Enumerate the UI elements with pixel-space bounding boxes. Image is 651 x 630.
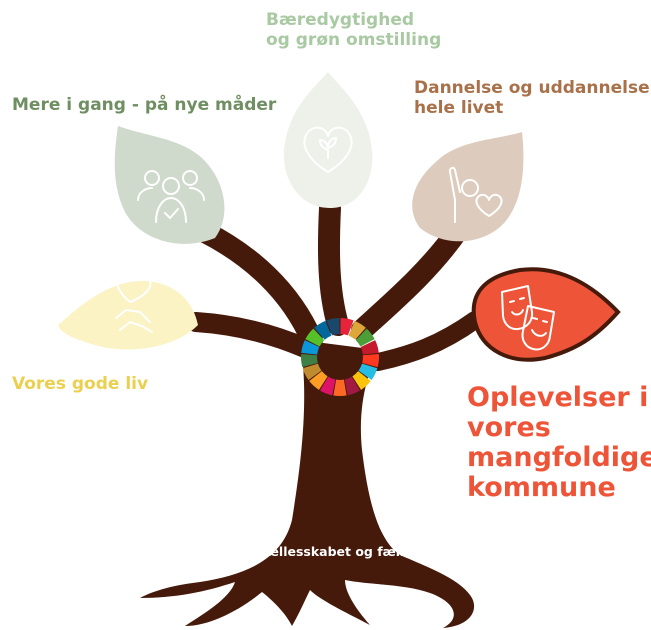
sdg-color-wheel-icon — [301, 318, 379, 397]
label-experiences-line3: mangfoldige — [467, 441, 651, 473]
label-experiences: Oplevelser i vores mangfoldige kommune — [467, 383, 651, 503]
sdg-wheel-segment — [333, 379, 347, 397]
heart-sprout-icon — [303, 126, 353, 173]
tree-branches — [186, 197, 484, 371]
sdg-wheel-segment — [319, 376, 336, 396]
sdg-wheel-segment — [326, 318, 340, 336]
leaf-mobility[interactable] — [114, 126, 225, 244]
sdg-wheel-segment — [309, 371, 328, 390]
sdg-wheel-segment — [344, 376, 361, 396]
sdg-wheel-segment — [302, 363, 322, 381]
sdg-wheel-segment — [348, 320, 366, 340]
people-group-check-icon — [137, 170, 205, 223]
label-trunk: Fællesskabet og fællesskaber — [258, 544, 469, 559]
label-sustainability-line1: Bæredygtighed — [266, 10, 415, 30]
label-education-line1: Dannelse og uddannelse — [414, 78, 650, 98]
label-experiences-line4: kommune — [467, 471, 616, 503]
leaf-good-life[interactable] — [58, 280, 198, 350]
sdg-wheel-segment — [301, 340, 320, 355]
sdg-wheel-segment — [360, 340, 379, 355]
label-sustainability-line2: og grøn omstilling — [266, 30, 442, 51]
sdg-wheel-segment — [355, 328, 375, 347]
handshake-heart-icon — [115, 272, 153, 333]
sdg-wheel-segment — [301, 353, 318, 368]
label-experiences-line2: vores — [467, 411, 551, 443]
sdg-wheel-segment — [362, 353, 379, 368]
label-experiences-line1: Oplevelser i — [467, 382, 649, 413]
label-education-line2: hele livet — [414, 98, 504, 119]
leaf-experiences[interactable] — [471, 267, 621, 362]
leaf-sustainability[interactable] — [283, 72, 373, 208]
tree-trunk — [140, 340, 475, 628]
sdg-wheel-segment — [340, 318, 354, 336]
leaf-education[interactable] — [412, 132, 524, 242]
label-sustainability: Bæredygtighed og grøn omstilling — [266, 10, 441, 51]
theater-masks-icon — [501, 285, 555, 351]
sdg-wheel-segment — [305, 328, 325, 347]
sdg-wheel-segment — [314, 320, 332, 340]
label-mobility: Mere i gang - på nye måder — [12, 95, 277, 115]
raised-hand-heart-icon — [448, 166, 503, 223]
label-good-life: Vores gode liv — [12, 374, 149, 394]
sdg-wheel-segment — [352, 371, 371, 390]
sdg-wheel-segment — [358, 363, 378, 381]
label-education: Dannelse og uddannelse hele livet — [414, 78, 650, 119]
